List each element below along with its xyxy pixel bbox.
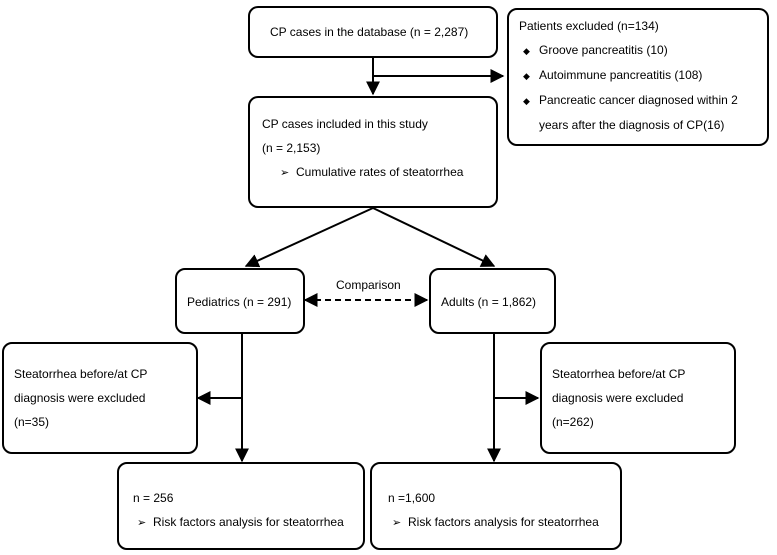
arrow-included-to-adults	[372, 207, 496, 267]
database-text: CP cases in the database (n = 2,287)	[270, 25, 469, 39]
excluded-item: ◆Groove pancreatitis (10)	[519, 38, 767, 63]
excluded-item-continuation: years after the diagnosis of CP(16)	[539, 118, 725, 132]
excluded-box: Patients excluded (n=134) ◆Groove pancre…	[507, 8, 769, 146]
ped-excluded-line: diagnosis were excluded	[14, 391, 146, 405]
adult-final-box: n =1,600 ➢Risk factors analysis for stea…	[370, 462, 622, 550]
arrow-included-to-pediatrics	[244, 207, 374, 268]
ped-final-box: n = 256 ➢Risk factors analysis for steat…	[117, 462, 365, 550]
adult-excluded-box: Steatorrhea before/at CP diagnosis were …	[540, 342, 736, 454]
ped-final-line1: n = 256	[133, 491, 174, 505]
pediatrics-text: Pediatrics (n = 291)	[187, 295, 292, 309]
included-box: CP cases included in this study (n = 2,1…	[248, 96, 498, 208]
diamond-bullet-icon: ◆	[523, 71, 530, 81]
ped-excluded-line: Steatorrhea before/at CP	[14, 367, 148, 381]
diamond-bullet-icon: ◆	[523, 46, 530, 56]
included-sub-item: ➢Cumulative rates of steatorrhea	[262, 160, 496, 185]
ped-excluded-box: Steatorrhea before/at CP diagnosis were …	[2, 342, 198, 454]
adults-box: Adults (n = 1,862)	[429, 268, 556, 334]
adult-final-line1: n =1,600	[388, 491, 436, 505]
adult-excluded-line: diagnosis were excluded	[552, 391, 684, 405]
database-box: CP cases in the database (n = 2,287)	[248, 6, 498, 58]
pediatrics-box: Pediatrics (n = 291)	[175, 268, 305, 334]
excluded-title: Patients excluded (n=134)	[519, 19, 659, 33]
comparison-label: Comparison	[336, 278, 401, 292]
included-line1: CP cases included in this study	[262, 117, 428, 131]
excluded-item: ◆Pancreatic cancer diagnosed within 2	[519, 88, 767, 113]
diamond-bullet-icon: ◆	[523, 96, 530, 106]
adult-excluded-line: Steatorrhea before/at CP	[552, 367, 686, 381]
ped-final-sub-item: ➢Risk factors analysis for steatorrhea	[133, 510, 363, 535]
arrow-bullet-icon: ➢	[392, 517, 402, 529]
adult-excluded-line: (n=262)	[552, 415, 594, 429]
adults-text: Adults (n = 1,862)	[441, 295, 537, 309]
adult-final-sub-item: ➢Risk factors analysis for steatorrhea	[388, 510, 620, 535]
arrow-bullet-icon: ➢	[137, 517, 147, 529]
excluded-item: ◆Autoimmune pancreatitis (108)	[519, 63, 767, 88]
ped-excluded-line: (n=35)	[14, 415, 50, 429]
included-line2: (n = 2,153)	[262, 141, 321, 155]
arrow-bullet-icon: ➢	[280, 167, 290, 179]
